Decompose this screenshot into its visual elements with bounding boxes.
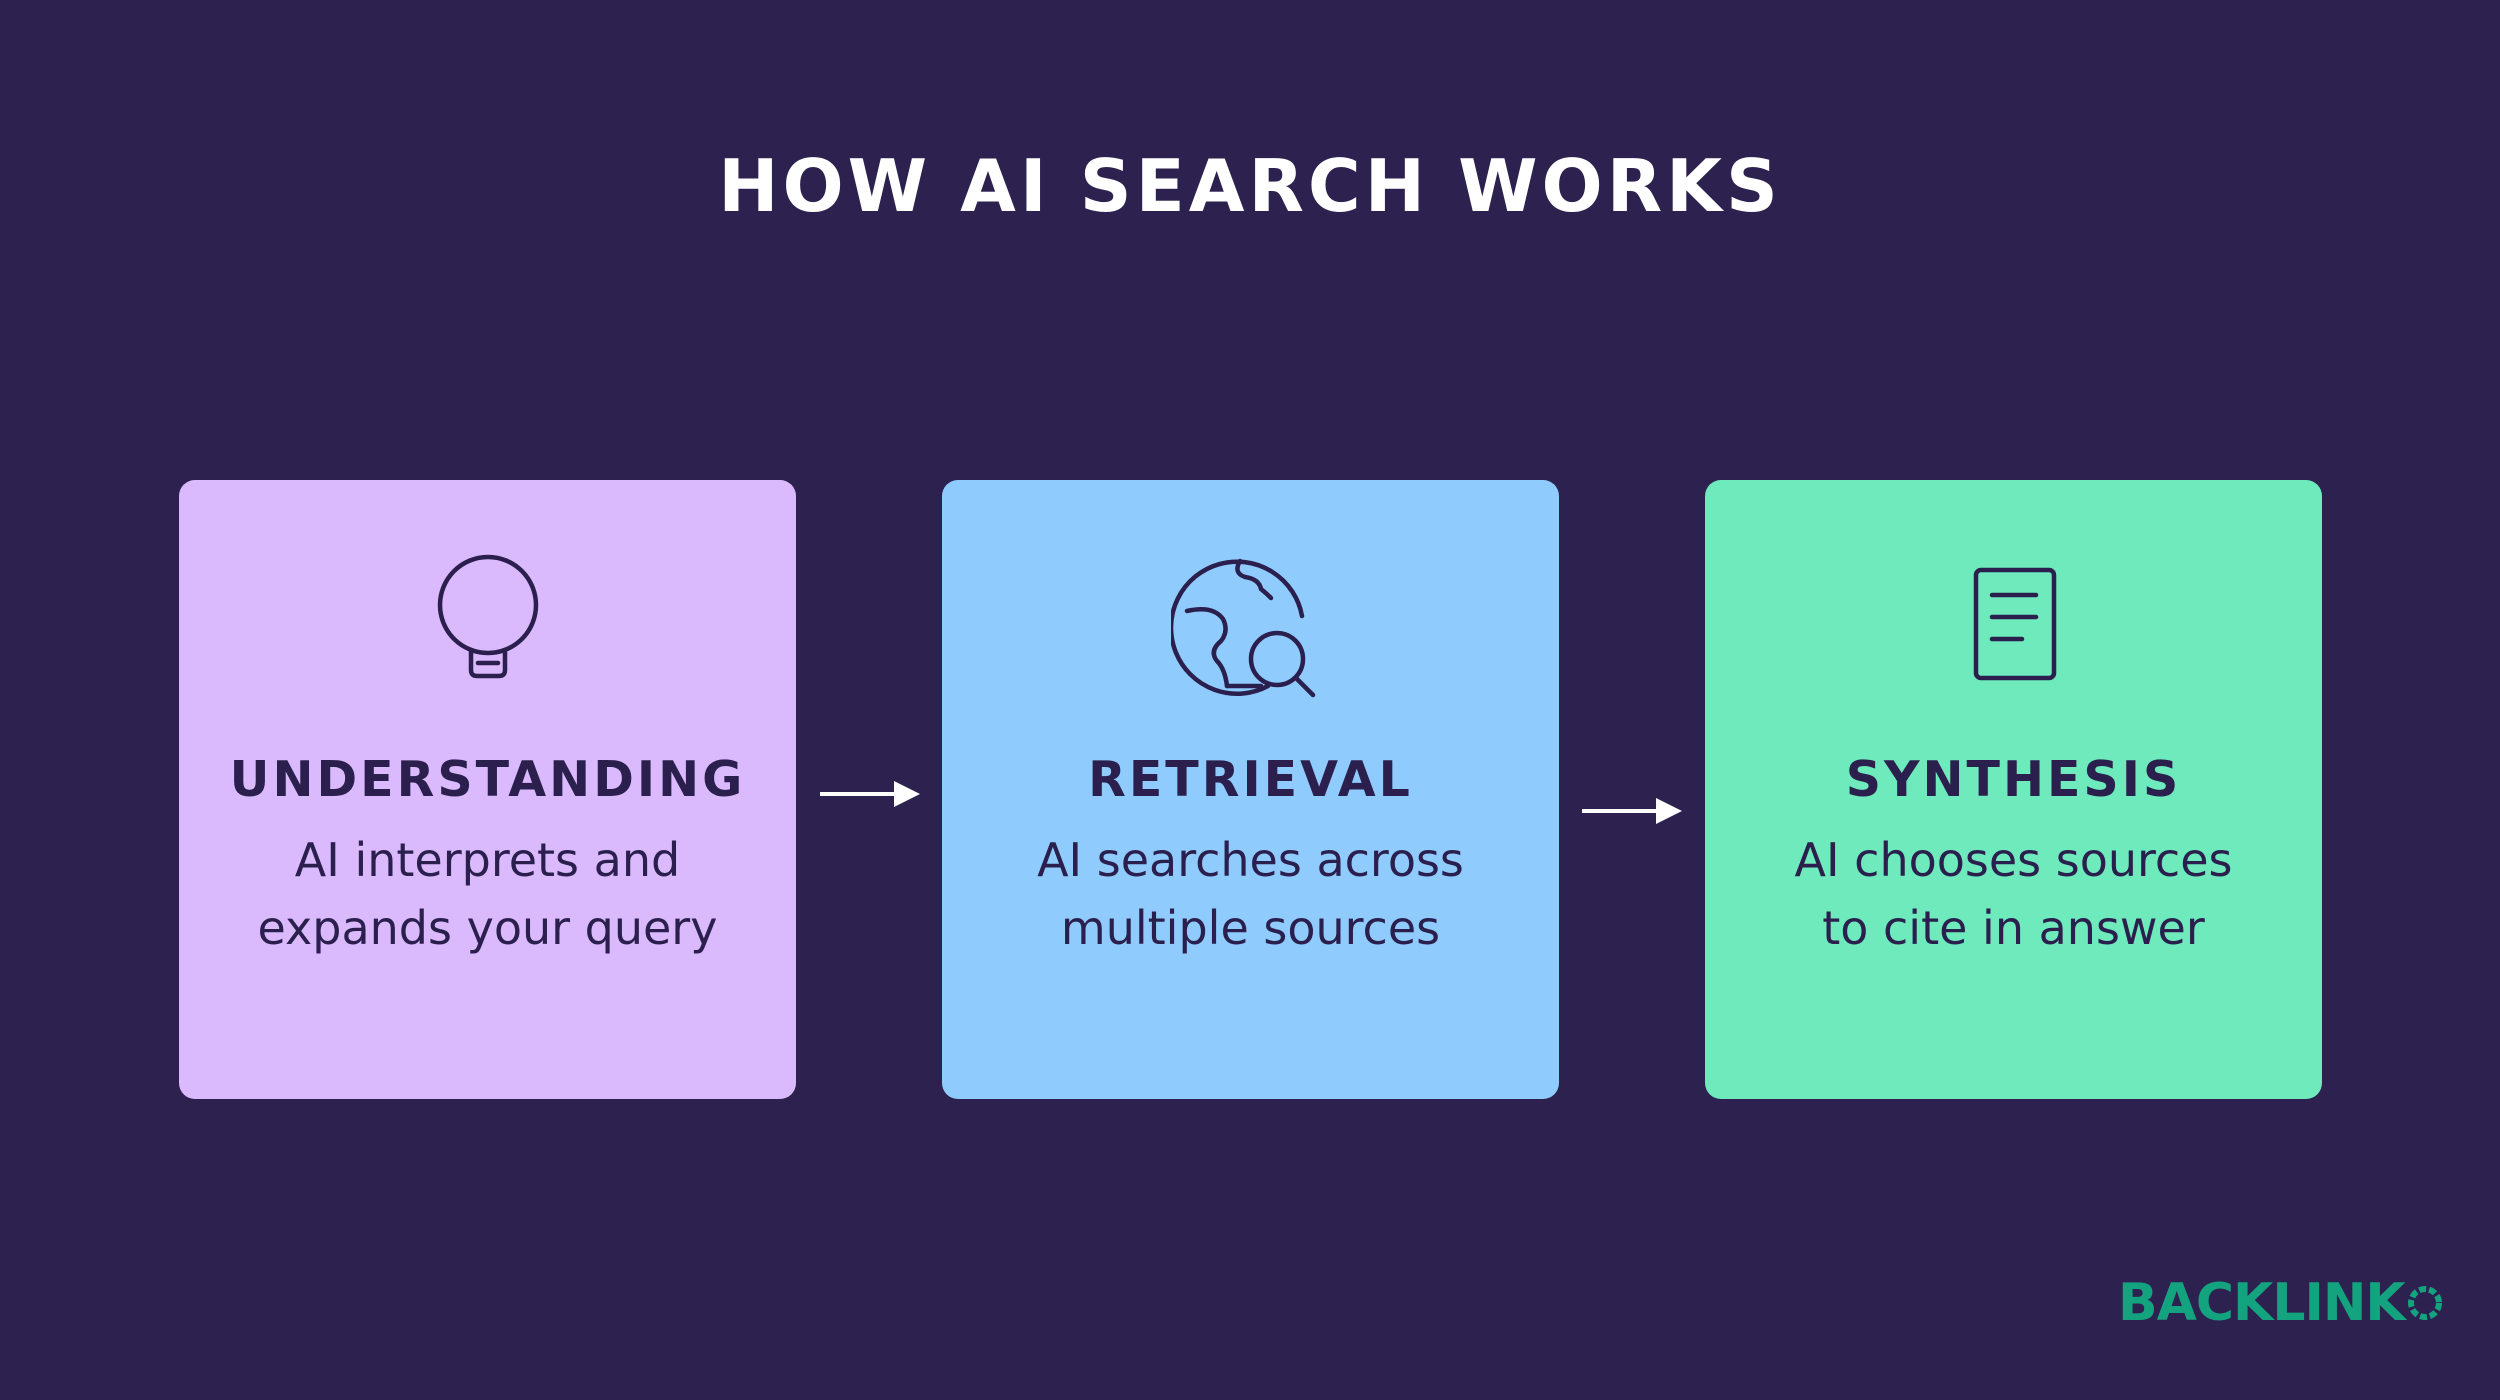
document-icon — [1705, 550, 2322, 700]
step-heading: RETRIEVAL — [1088, 751, 1413, 808]
logo-o-mark — [2407, 1286, 2442, 1320]
lightbulb-icon — [179, 550, 796, 700]
arrow-right-icon — [818, 776, 922, 812]
step-description-line: multiple sources — [1060, 901, 1441, 955]
step-card-retrieval: RETRIEVAL AI searches across multiple so… — [942, 480, 1559, 1099]
arrow-right-icon — [1580, 793, 1684, 829]
page-title: HOW AI SEARCH WORKS — [718, 144, 1782, 228]
step-description-line: expands your query — [257, 901, 718, 955]
step-description: AI interprets and expands your query — [199, 826, 776, 962]
step-card-synthesis: SYNTHESIS AI chooses sources to cite in … — [1705, 480, 2322, 1099]
globe-search-icon — [942, 550, 1559, 700]
step-heading: SYNTHESIS — [1845, 751, 2182, 808]
step-description: AI chooses sources to cite in answer — [1725, 826, 2302, 962]
logo-text: BACKLINK — [2118, 1273, 2406, 1333]
backlinko-logo: BACKLINK — [2118, 1270, 2443, 1336]
step-description-line: AI interprets and — [294, 833, 681, 887]
step-description: AI searches across multiple sources — [962, 826, 1539, 962]
step-heading: UNDERSTANDING — [229, 751, 746, 808]
step-description-line: to cite in answer — [1822, 901, 2205, 955]
step-card-understanding: UNDERSTANDING AI interprets and expands … — [179, 480, 796, 1099]
step-description-line: AI searches across — [1037, 833, 1464, 887]
step-description-line: AI chooses sources — [1794, 833, 2233, 887]
